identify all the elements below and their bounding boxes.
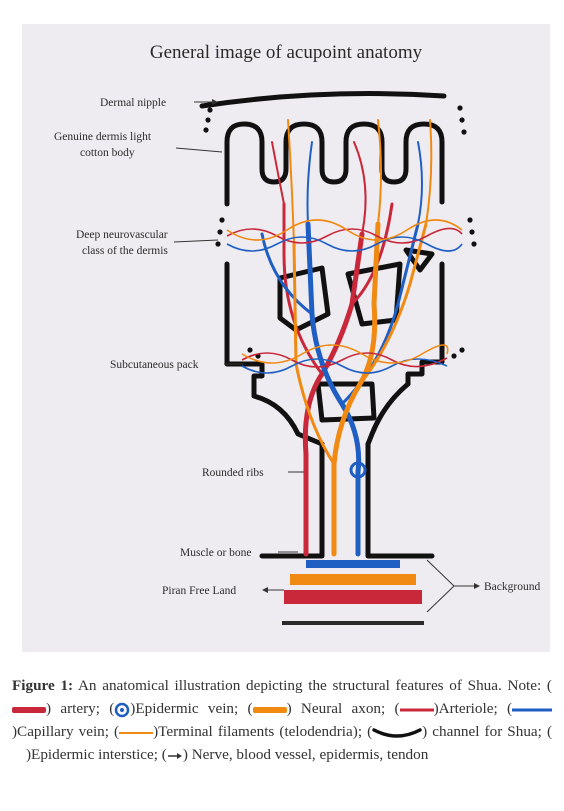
label-leaders bbox=[173, 101, 474, 613]
vein-node bbox=[349, 461, 367, 479]
diagram-title: General image of acupoint anatomy bbox=[150, 42, 423, 63]
caption-channel: ) channel for Shua; ( bbox=[422, 723, 552, 740]
caption-arrow: ) Nerve, blood vessel, epidermis, tendon bbox=[182, 746, 429, 763]
label-background: Background bbox=[484, 581, 540, 593]
caption-arteriole: )Arteriole; ( bbox=[433, 700, 512, 717]
figure-caption: Figure 1: An anatomical illustration dep… bbox=[12, 674, 552, 766]
anatomy-diagram: General image of acupoint anatomy bbox=[22, 24, 550, 652]
caption-artery: ) artery; ( bbox=[46, 700, 115, 717]
diagram-background bbox=[22, 24, 550, 652]
capillary-vein-swatch-icon bbox=[512, 708, 552, 712]
neurovascular-waves bbox=[226, 219, 463, 374]
caption-terminal: )Terminal filaments (telodendria); ( bbox=[153, 723, 373, 740]
label-muscle-bone: Muscle or bone bbox=[180, 547, 252, 559]
caption-intro: An anatomical illustration depicting the… bbox=[73, 677, 552, 694]
interstice-dots bbox=[203, 105, 477, 359]
caption-interstice: )Epidermic interstice; ( bbox=[26, 746, 167, 763]
channel-swatch-icon bbox=[372, 727, 422, 738]
caption-axon: ) Neural axon; ( bbox=[286, 700, 400, 717]
artery-swatch-icon bbox=[12, 706, 46, 713]
leader-arrowheads bbox=[212, 99, 480, 593]
label-deep-line2: class of the dermis bbox=[82, 245, 168, 257]
label-dermis-line2: cotton body bbox=[80, 147, 135, 159]
caption-capvein: )Capillary vein; ( bbox=[12, 723, 120, 740]
label-rounded-ribs: Rounded ribs bbox=[202, 467, 264, 479]
label-piran: Piran Free Land bbox=[162, 585, 236, 597]
label-dermal-nipple: Dermal nipple bbox=[100, 97, 166, 109]
background-layers bbox=[282, 560, 424, 625]
arrow-swatch-icon bbox=[167, 752, 182, 759]
vein-swatch-icon bbox=[115, 702, 130, 717]
caption-figure-label: Figure 1: bbox=[12, 677, 74, 694]
interstice-swatch-icon bbox=[12, 751, 26, 761]
label-deep-line1: Deep neurovascular bbox=[76, 229, 168, 241]
terminal-filament-swatch-icon bbox=[119, 731, 154, 734]
label-subcutaneous: Subcutaneous pack bbox=[110, 359, 199, 371]
axon-swatch-icon bbox=[252, 706, 287, 713]
label-dermis-line1: Genuine dermis light bbox=[54, 131, 152, 143]
caption-vein: )Epidermic vein; ( bbox=[130, 700, 253, 717]
axon-network bbox=[287, 119, 433, 557]
arteriole-swatch-icon bbox=[399, 708, 434, 712]
